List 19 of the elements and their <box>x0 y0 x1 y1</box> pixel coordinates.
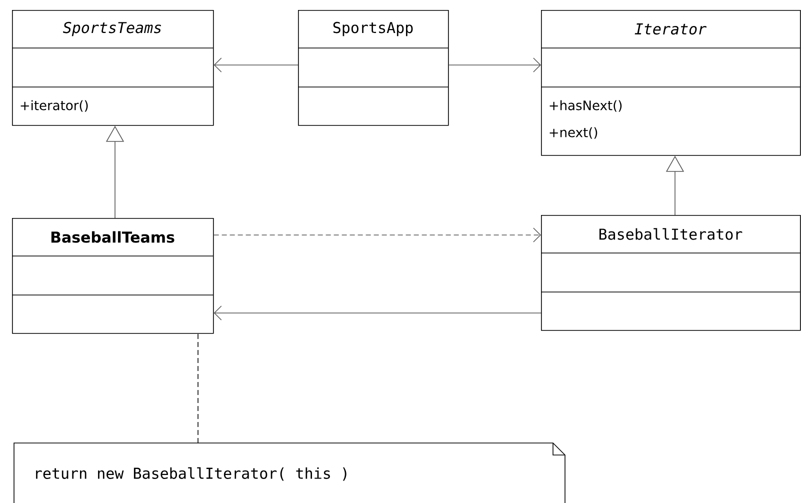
method-text: +next() <box>550 127 598 139</box>
note-box <box>14 442 566 503</box>
method-text: +iterator() <box>20 100 88 112</box>
class-box <box>12 218 214 334</box>
class-box <box>298 10 449 126</box>
arrow <box>213 228 541 242</box>
class-name: SportsTeams <box>63 22 162 36</box>
class-name: Iterator <box>634 23 706 35</box>
method-text: +hasNext() <box>550 100 622 112</box>
arrow <box>214 306 542 320</box>
class-box <box>12 10 214 126</box>
note-text: return new BaseballIterator( this ) <box>36 467 346 481</box>
class-box <box>540 215 801 331</box>
class-name: SportsApp <box>333 22 413 36</box>
class-name: BaseballTeams <box>51 231 174 243</box>
arrow <box>214 58 298 72</box>
arrow <box>448 58 541 72</box>
class-box <box>540 10 801 156</box>
class-name: BaseballIterator <box>599 228 742 240</box>
